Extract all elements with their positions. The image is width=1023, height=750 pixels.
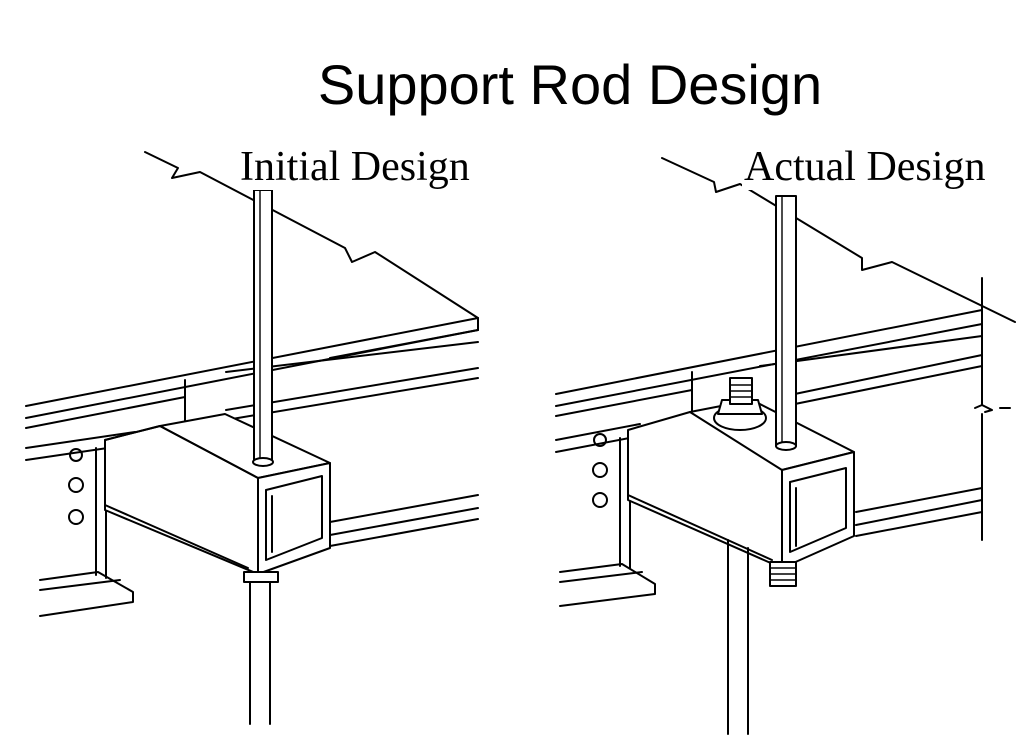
support-rod	[727, 195, 797, 735]
hanger-box	[104, 413, 331, 575]
initial-design-label: Initial Design	[238, 144, 472, 190]
hanger-box	[627, 399, 855, 569]
deck-edge-line	[661, 157, 1016, 323]
support-rod	[243, 189, 279, 725]
top-bolt	[713, 377, 767, 431]
actual-design-drawing	[555, 157, 1016, 735]
initial-design-drawing	[25, 151, 479, 725]
slide-title: Support Rod Design	[317, 53, 823, 116]
actual-design-label: Actual Design	[742, 144, 988, 190]
